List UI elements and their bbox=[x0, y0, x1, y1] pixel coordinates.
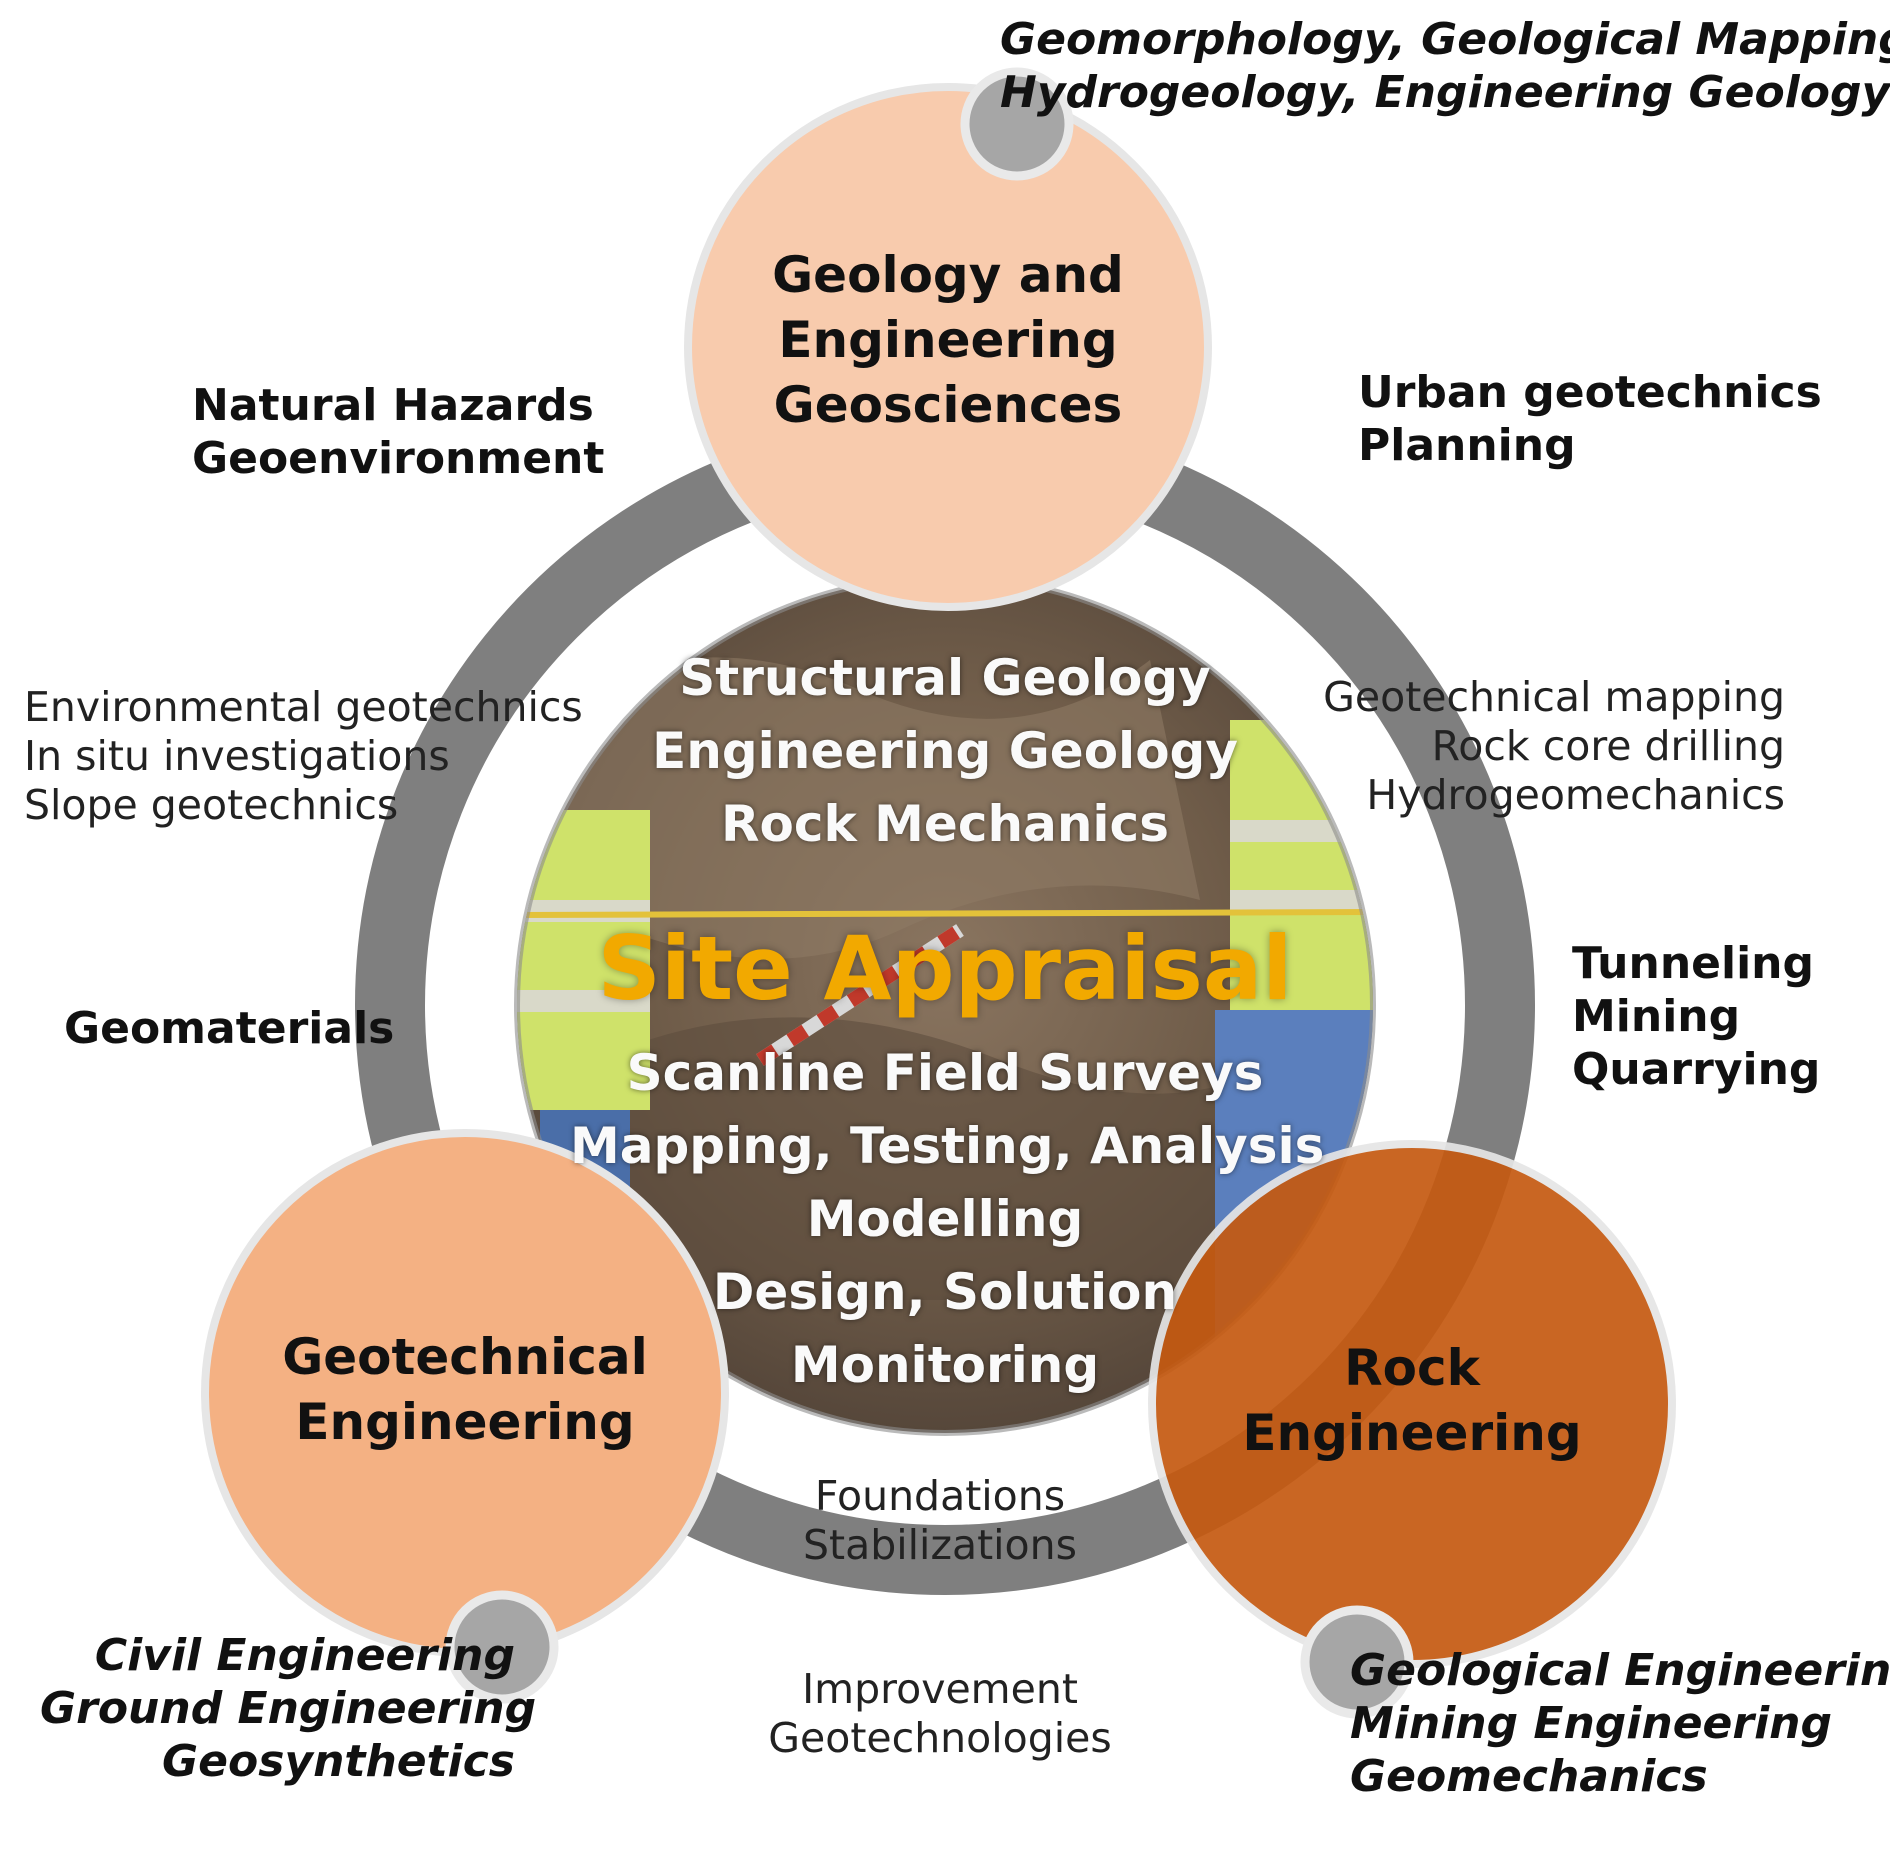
center-title: Site Appraisal bbox=[597, 917, 1293, 1020]
label-geological-fields: Geological Engineering Mining Engineerin… bbox=[1350, 1645, 1890, 1802]
label-urban-geotechnics: Urban geotechnics Planning bbox=[1358, 367, 1822, 471]
label-improvement: Improvement Geotechnologies bbox=[768, 1665, 1112, 1763]
circle-rock-title: Rock Engineering bbox=[1242, 1339, 1582, 1462]
circle-geotechnical-title: Geotechnical Engineering bbox=[282, 1328, 648, 1451]
label-tunneling: Tunneling Mining Quarrying bbox=[1572, 938, 1821, 1095]
label-foundations: Foundations Stabilizations bbox=[803, 1472, 1077, 1570]
center-top-text: Structural Geology Engineering Geology R… bbox=[652, 649, 1238, 853]
label-geomaterials: Geomaterials bbox=[64, 1003, 395, 1054]
circle-geology bbox=[684, 83, 1212, 611]
connector-dot-icon bbox=[960, 67, 1074, 181]
connector-dot-icon bbox=[445, 1590, 559, 1704]
label-geotechnical-mapping: Geotechnical mapping Rock core drilling … bbox=[1323, 673, 1785, 820]
connector-dot-icon bbox=[1300, 1605, 1414, 1719]
label-environmental-geotechnics: Environmental geotechnics In situ invest… bbox=[24, 683, 583, 830]
circle-geology-title: Geology and Engineering Geosciences bbox=[772, 246, 1124, 434]
label-civil-fields: Civil Engineering Ground Engineering Geo… bbox=[40, 1630, 537, 1787]
center-bottom-text: Scanline Field Surveys Mapping, Testing,… bbox=[570, 1044, 1325, 1394]
label-geosciences-fields: Geomorphology, Geological Mapping, Hydro… bbox=[1000, 14, 1890, 118]
label-natural-hazards: Natural Hazards Geoenvironment bbox=[192, 380, 605, 484]
